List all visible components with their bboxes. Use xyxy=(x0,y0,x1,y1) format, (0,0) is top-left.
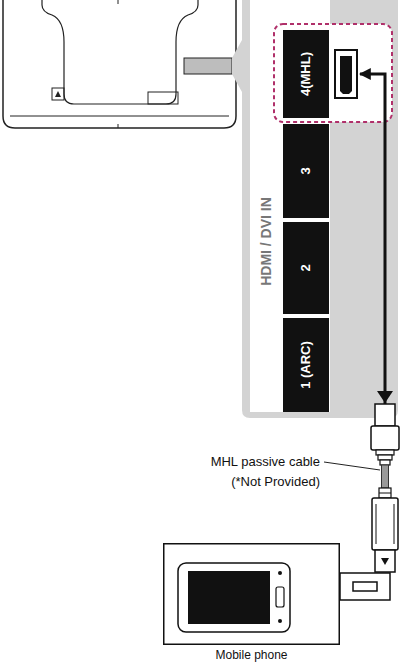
usb-plug-body xyxy=(372,498,398,550)
port-label: 4(MHL) xyxy=(298,52,314,96)
arrow-head xyxy=(377,391,393,403)
port-label: 2 xyxy=(298,264,314,271)
phone-socket-box xyxy=(340,573,390,600)
cable-label: MHL passive cable (*Not Provided) xyxy=(190,452,320,492)
hdmi-port: 2 xyxy=(283,222,329,314)
hdmi-plug-ridge xyxy=(376,450,394,455)
tv-outline xyxy=(3,0,236,128)
phone-body xyxy=(178,563,290,632)
tv-notch xyxy=(118,124,119,128)
usb-plug-line xyxy=(394,504,395,544)
panel-label: HDMI / DVI IN xyxy=(257,197,274,286)
port-panel: HDMI / DVI IN 4(MHL) 3 2 1 (ARC) xyxy=(242,0,398,418)
usb-plug-collar xyxy=(379,488,391,498)
port-label: 3 xyxy=(298,167,314,174)
usb-plug-tip xyxy=(375,550,395,572)
hdmi-plug-ridge xyxy=(378,455,392,460)
phone-camera xyxy=(278,571,282,575)
usb-plug-ridge xyxy=(379,493,391,494)
port-label: 1 (ARC) xyxy=(298,341,314,389)
tv-hdmi-area xyxy=(184,58,232,74)
hdmi-plug-tip xyxy=(375,404,395,426)
device-label: Mobile phone xyxy=(163,648,340,662)
phone-screen xyxy=(188,571,270,624)
tv-notch xyxy=(118,0,119,4)
hdmi-plug-body xyxy=(371,426,399,450)
zoom-wedge xyxy=(232,40,242,92)
phone-dot xyxy=(278,619,282,623)
leader-line xyxy=(324,462,380,470)
mobile-phone: Mobile phone xyxy=(163,543,392,645)
tv-icon-mark xyxy=(55,91,61,97)
hdmi-port: 4(MHL) xyxy=(283,30,360,118)
tv-port-box xyxy=(148,92,178,104)
cable xyxy=(382,465,389,488)
phone-button xyxy=(276,587,284,607)
tv-stand-outline xyxy=(42,0,198,104)
usb-plug-line xyxy=(376,504,377,544)
port-panel-fill xyxy=(242,0,398,418)
phone-frame xyxy=(164,544,340,645)
usb-plug-mark xyxy=(381,558,389,565)
hdmi-port: 1 (ARC) xyxy=(283,318,329,412)
label-holder: MHL passive cable (*Not Provided) xyxy=(190,452,320,492)
phone-outline xyxy=(163,543,392,645)
phone-socket xyxy=(353,582,377,591)
tv-edge-line xyxy=(10,116,229,117)
tv-icon xyxy=(52,88,64,100)
hdmi-plug-ridge xyxy=(380,460,390,465)
hdmi-port: 3 xyxy=(283,124,329,218)
